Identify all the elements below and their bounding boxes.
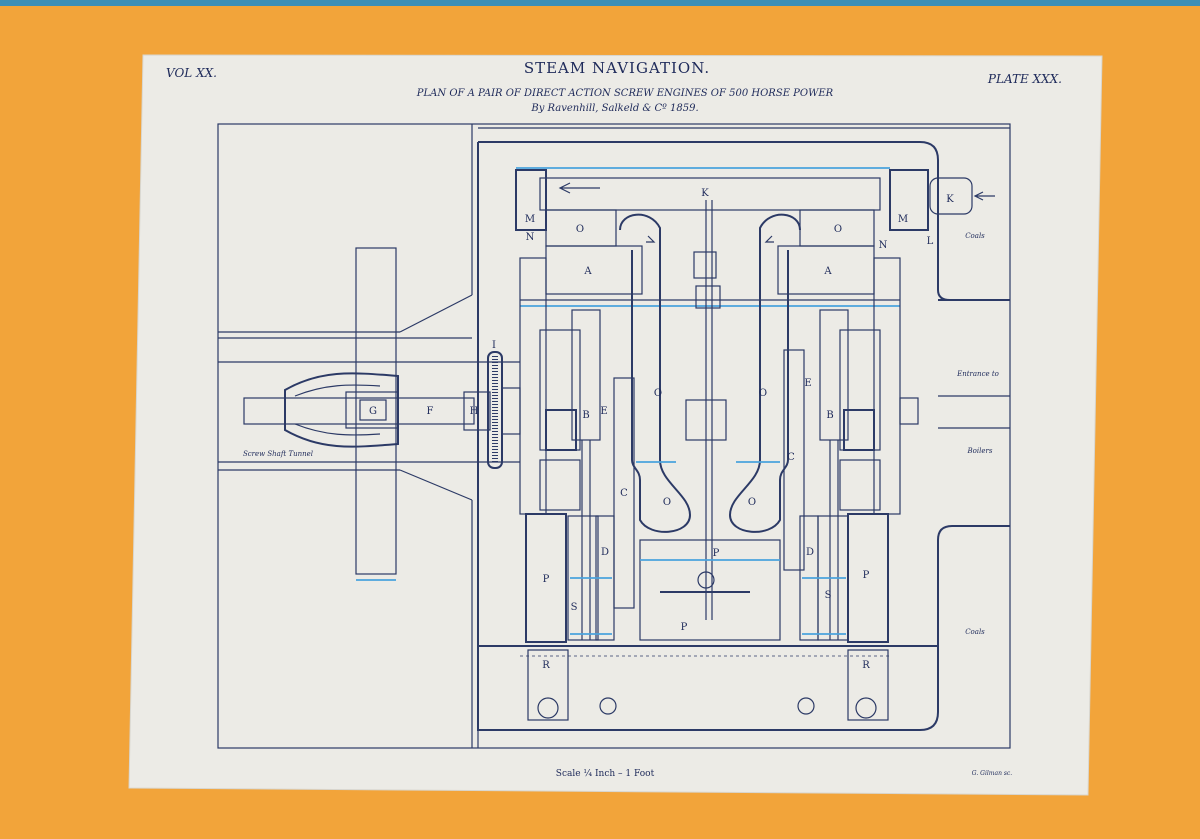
part-n-label-left: N xyxy=(526,232,535,243)
tunnel-caption: Screw Shaft Tunnel xyxy=(243,450,313,458)
part-g-label: G xyxy=(369,406,377,417)
part-o-label-bl: O xyxy=(663,497,671,508)
paper-sheet xyxy=(128,54,1103,796)
engine-room-wall xyxy=(477,141,1010,731)
part-r-label-right: R xyxy=(862,660,870,671)
part-h-label: H xyxy=(470,406,479,417)
steam-pipes xyxy=(619,213,801,533)
left-engine xyxy=(519,257,635,643)
plan-frame xyxy=(217,123,1011,749)
part-p-label-left: P xyxy=(543,574,550,585)
engraver-credit: G. Gilman sc. xyxy=(972,770,1013,777)
plate-byline: By Ravenhill, Salkeld & Cº 1859. xyxy=(530,103,698,114)
part-b-label-right: B xyxy=(826,410,833,421)
part-o-label-tl: O xyxy=(576,224,584,235)
right-engine xyxy=(783,257,919,643)
part-n-label-right: N xyxy=(879,240,888,251)
part-d-label-right: D xyxy=(806,547,814,558)
coals-label-top: Coals xyxy=(965,232,985,240)
part-d-label-left: D xyxy=(601,547,609,558)
part-o-label-br: O xyxy=(748,497,756,508)
part-i-label: I xyxy=(492,340,496,351)
part-c-label-left: C xyxy=(620,488,628,499)
entrance-label: Entrance to xyxy=(956,370,999,378)
coals-label-bottom: Coals xyxy=(965,628,985,636)
boilers-label: Boilers xyxy=(967,447,993,455)
screw-shaft: Screw Shaft Tunnel xyxy=(243,351,521,469)
plate-number: PLATE XXX. xyxy=(987,72,1062,86)
part-a-label-right: A xyxy=(823,266,832,277)
part-p-label-centre: P xyxy=(713,548,720,559)
part-k-label: K xyxy=(701,188,709,199)
part-r-label-left: R xyxy=(542,660,550,671)
part-o-label-tr: O xyxy=(834,224,842,235)
part-o-label-ml: O xyxy=(654,388,662,399)
mount-top-strip xyxy=(0,0,1200,6)
part-e-label-right: E xyxy=(804,378,811,389)
central-air-pump xyxy=(639,200,781,641)
part-l-label: L xyxy=(927,236,934,247)
part-m-label-left: M xyxy=(525,214,535,225)
part-b-label-left: B xyxy=(582,410,589,421)
vol-label: VOL XX. xyxy=(166,66,217,80)
part-o-label-mr: O xyxy=(759,388,767,399)
part-c-label-right: C xyxy=(787,452,795,463)
engine-bed xyxy=(477,645,938,748)
scale-note: Scale ¼ Inch – 1 Foot xyxy=(556,768,655,779)
part-letters: K K M M N N L O O A A O O O O I H F G B … xyxy=(369,188,954,671)
shaft-tunnel-zone xyxy=(218,124,520,748)
part-e-label-left: E xyxy=(600,406,607,417)
part-s-label-right: S xyxy=(825,590,832,601)
part-k-label-right: K xyxy=(946,194,954,205)
part-a-label-left: A xyxy=(583,266,592,277)
part-p-label-lower: P xyxy=(681,622,688,633)
part-p-label-right: P xyxy=(863,570,870,581)
part-f-label: F xyxy=(427,406,434,417)
plate-subtitle: PLAN OF A PAIR OF DIRECT ACTION SCREW EN… xyxy=(416,88,834,99)
plate-title: STEAM NAVIGATION. xyxy=(524,59,710,77)
exhaust-manifold xyxy=(515,167,995,231)
part-m-label-right: M xyxy=(898,214,908,225)
part-s-label-left: S xyxy=(571,602,578,613)
